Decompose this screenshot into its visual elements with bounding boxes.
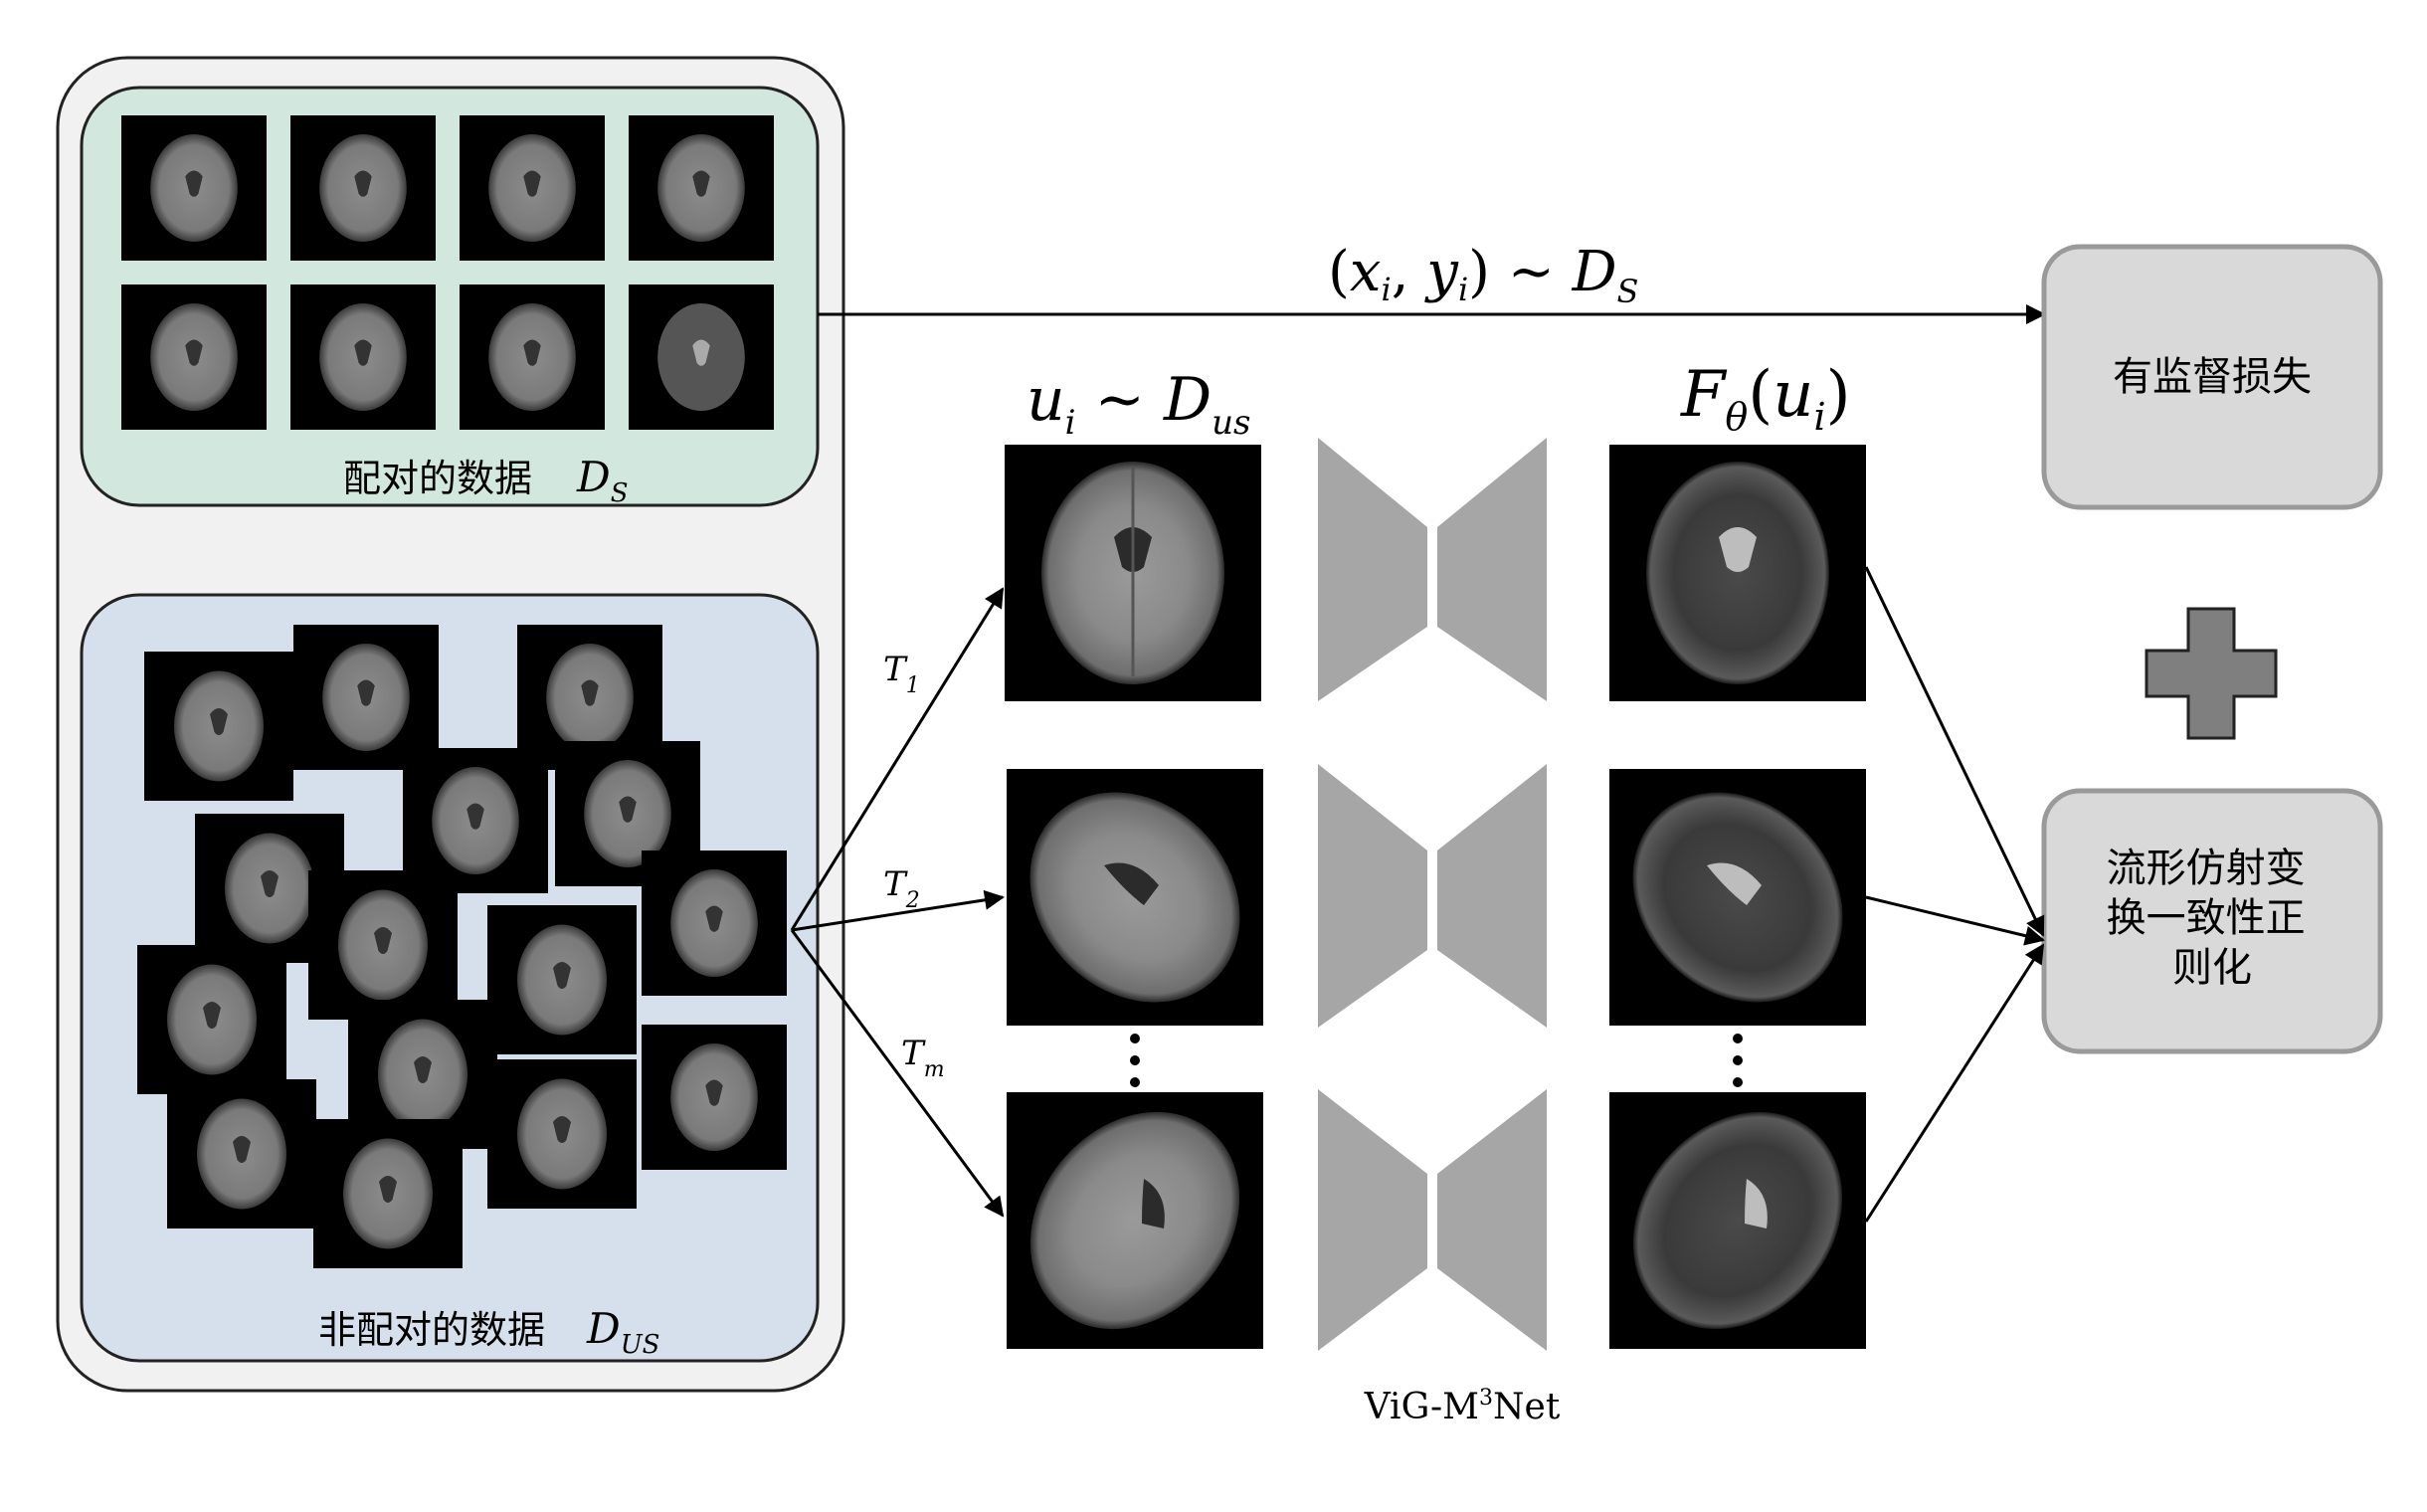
input-ellipsis xyxy=(1130,1034,1140,1087)
unpaired-image-collage xyxy=(137,625,787,1268)
unpaired-thumbnail xyxy=(642,850,787,996)
unpaired-thumbnail xyxy=(487,905,637,1054)
transform-label-m: Tm xyxy=(901,1034,945,1082)
transform-arrow-m xyxy=(790,929,1005,1218)
paired-data-symbol: DS xyxy=(576,453,629,508)
unpaired-thumbnail xyxy=(313,1119,463,1268)
transform-label-1: T1 xyxy=(883,650,920,698)
output-arrow-m xyxy=(1864,943,2045,1223)
unpaired-thumbnail xyxy=(144,652,293,801)
unpaired-thumbnail xyxy=(487,1059,637,1209)
supervised-loss-box xyxy=(2041,244,2383,510)
paired-data-label: 配对的数据 xyxy=(343,457,532,500)
output-image-m xyxy=(1609,1092,1866,1349)
regularization-loss-label: 流形仿射变 换一致性正 则化 xyxy=(2107,846,2319,991)
supervised-loss-label: 有监督损失 xyxy=(2113,354,2312,400)
paired-thumbnail xyxy=(629,284,774,430)
network-block-1 xyxy=(1318,438,1547,701)
paired-thumbnail xyxy=(629,115,774,261)
unpaired-data-label: 非配对的数据 xyxy=(318,1308,545,1352)
unpaired-thumbnail xyxy=(642,1025,787,1170)
unpaired-thumbnail xyxy=(555,741,700,886)
plus-icon xyxy=(2145,607,2278,740)
unpaired-label-text: 非配对的数据 xyxy=(318,1308,545,1352)
paired-thumbnail xyxy=(121,284,267,430)
input-image-2 xyxy=(1007,769,1263,1026)
paired-thumbnail xyxy=(290,284,436,430)
network-name: ViG-M3Net xyxy=(1364,1386,1561,1427)
output-arrow-1 xyxy=(1864,566,2045,937)
paired-thumbnail xyxy=(460,115,605,261)
unpaired-thumbnail xyxy=(293,625,439,770)
paired-image-grid xyxy=(121,115,774,430)
paired-thumbnail xyxy=(121,115,267,261)
paired-thumbnail xyxy=(460,284,605,430)
unpaired-thumbnail xyxy=(137,945,286,1094)
transform-arrow-2 xyxy=(791,889,1005,932)
input-image-m xyxy=(1007,1092,1263,1349)
output-formula: Fθ(ui) xyxy=(1680,358,1851,439)
unpaired-data-symbol: DUS xyxy=(586,1304,659,1360)
paired-thumbnail xyxy=(290,115,436,261)
transform-label-2: T2 xyxy=(883,864,920,913)
supervised-pair-formula: (xi, yi) ~ DS xyxy=(1328,240,1638,310)
output-ellipsis xyxy=(1733,1034,1743,1087)
unpaired-thumbnail xyxy=(403,748,548,893)
unpaired-thumbnail xyxy=(308,870,458,1020)
output-arrow-2 xyxy=(1865,895,2045,946)
network-block-2 xyxy=(1318,764,1547,1028)
output-image-1 xyxy=(1609,445,1866,701)
input-sample-formula: ui ~ Dus xyxy=(1027,365,1250,443)
transform-arrow-1 xyxy=(790,587,1005,931)
unpaired-thumbnail xyxy=(167,1079,316,1228)
output-image-2 xyxy=(1609,769,1866,1026)
network-block-m xyxy=(1318,1089,1547,1351)
input-image-1 xyxy=(1005,445,1261,701)
paired-label-text: 配对的数据 xyxy=(343,457,532,500)
